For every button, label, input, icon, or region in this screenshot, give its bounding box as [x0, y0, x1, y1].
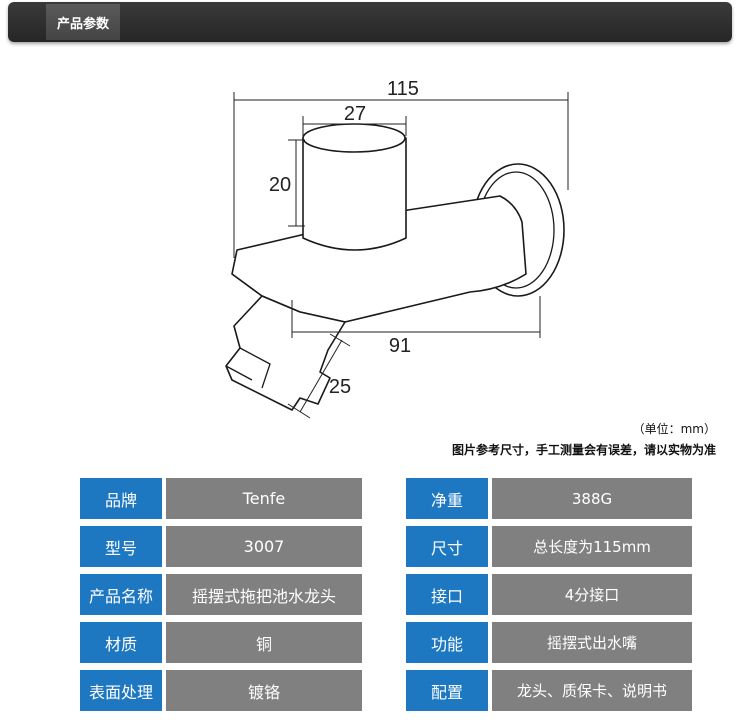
spec-row-connector: 接口 4分接口 — [406, 574, 692, 615]
spec-value: 龙头、质保卡、说明书 — [492, 670, 692, 711]
faucet-dimension-diagram: 115 27 20 91 25 — [225, 78, 569, 419]
unit-note: （单位：mm） — [632, 422, 716, 436]
top-cylinder — [302, 137, 407, 251]
dim-25-line — [299, 339, 343, 413]
disclaimer-note: 图片参考尺寸，手工测量会有误差，请以实物为准 — [451, 443, 716, 457]
spec-row-model: 型号 3007 — [80, 526, 362, 567]
spec-label: 配置 — [406, 670, 488, 711]
spec-label: 表面处理 — [80, 670, 162, 711]
spec-value: 总长度为115mm — [492, 526, 692, 567]
spec-label: 功能 — [406, 622, 488, 663]
spec-value: 388G — [492, 478, 692, 519]
spec-row-brand: 品牌 Tenfe — [80, 478, 362, 519]
spec-value: 4分接口 — [492, 574, 692, 615]
spec-row-finish: 表面处理 镀铬 — [80, 670, 362, 711]
spec-value: Tenfe — [166, 478, 362, 519]
top-cylinder-cap — [302, 123, 406, 153]
faucet-nozzle — [225, 295, 346, 411]
dim-20-label: 20 — [269, 174, 291, 196]
spec-value: 摇摆式出水嘴 — [492, 622, 692, 663]
dim-25-top-ext — [329, 333, 351, 347]
spec-row-weight: 净重 388G — [406, 478, 692, 519]
spec-label: 材质 — [80, 622, 162, 663]
spec-label: 接口 — [406, 574, 488, 615]
header-bar: 产品参数 — [8, 2, 732, 42]
spec-row-product-name: 产品名称 摇摆式拖把池水龙头 — [80, 574, 362, 615]
spec-value: 镀铬 — [166, 670, 362, 711]
faucet-body — [231, 195, 527, 323]
header-title: 产品参数 — [46, 4, 120, 40]
spec-label: 净重 — [406, 478, 488, 519]
spec-label: 尺寸 — [406, 526, 488, 567]
dim-27-label: 27 — [344, 103, 366, 125]
spec-row-material: 材质 铜 — [80, 622, 362, 663]
dim-91-label: 91 — [389, 335, 411, 357]
spec-row-package: 配置 龙头、质保卡、说明书 — [406, 670, 692, 711]
spec-value: 铜 — [166, 622, 362, 663]
spec-value: 摇摆式拖把池水龙头 — [166, 574, 362, 615]
spec-label: 产品名称 — [80, 574, 162, 615]
spec-label: 型号 — [80, 526, 162, 567]
spec-row-size: 尺寸 总长度为115mm — [406, 526, 692, 567]
spec-row-function: 功能 摇摆式出水嘴 — [406, 622, 692, 663]
dim-25-label: 25 — [329, 376, 351, 398]
spec-value: 3007 — [166, 526, 362, 567]
faucet-nozzle-detail — [225, 347, 271, 389]
dim-115-label: 115 — [387, 78, 419, 100]
spec-label: 品牌 — [80, 478, 162, 519]
dim-25-bottom-ext — [287, 403, 311, 419]
